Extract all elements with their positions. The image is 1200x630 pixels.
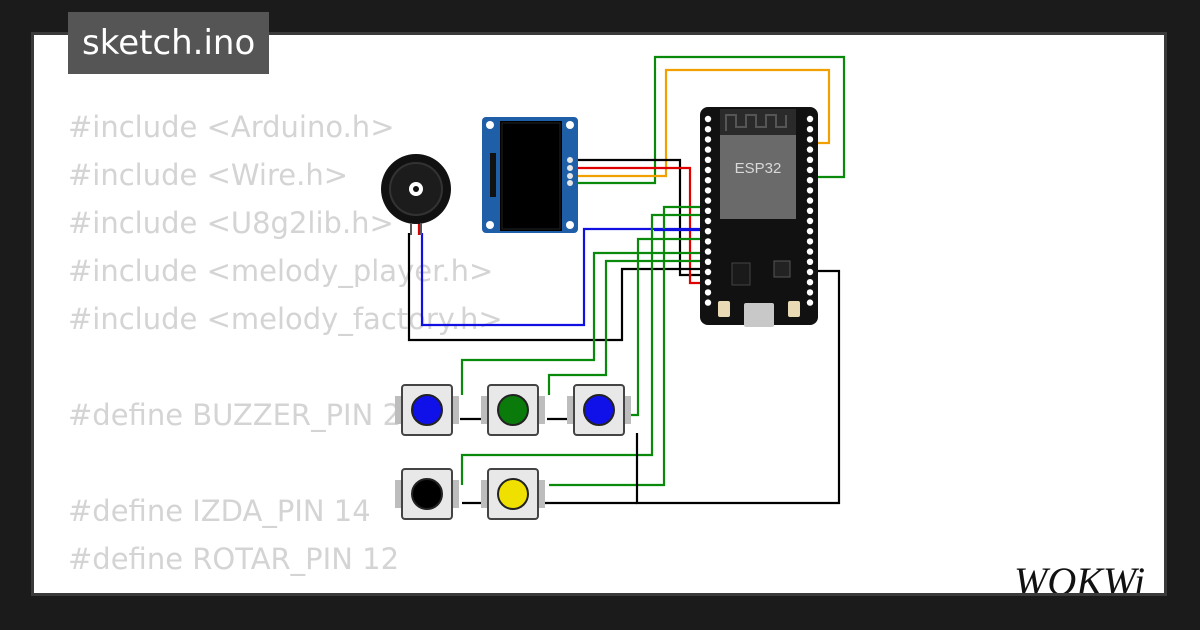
esp32-board[interactable]: ESP32 — [700, 107, 818, 327]
esp32-pin — [704, 238, 712, 245]
button-black[interactable] — [395, 468, 459, 520]
button-yellow[interactable] — [481, 468, 545, 520]
esp32-pin — [704, 166, 712, 174]
esp32-pin — [704, 115, 712, 123]
file-tab[interactable]: sketch.ino — [68, 12, 270, 74]
button-cap[interactable] — [411, 478, 443, 510]
buzzer[interactable] — [381, 154, 451, 235]
esp32-pin — [806, 187, 814, 194]
esp32-pin — [806, 268, 814, 276]
code-line: #include <Arduino.h> — [68, 110, 395, 144]
push-buttons — [395, 384, 631, 520]
circuit-diagram: ESP32 — [381, 55, 846, 520]
esp32-pin — [806, 207, 814, 214]
esp32-pin — [806, 258, 814, 265]
esp32-pin — [806, 156, 814, 163]
wire-black-return — [635, 269, 841, 505]
esp32-pin — [704, 258, 712, 265]
wire-green-btn2 — [547, 259, 702, 395]
wires — [407, 55, 846, 505]
button-cap[interactable] — [583, 394, 615, 426]
code-line: #include <melody_factory.h> — [68, 302, 503, 336]
esp32-pin — [806, 289, 814, 296]
wire-green-btn3 — [627, 237, 702, 417]
esp32-pin — [806, 146, 814, 153]
oled-display[interactable] — [482, 117, 578, 233]
code-line: #define BUZZER_PIN 2 — [68, 398, 401, 432]
esp32-pin — [806, 136, 814, 143]
sketch-card: #include <Arduino.h> #include <Wire.h> #in… — [34, 35, 1164, 593]
code-line: #define ROTAR_PIN 12 — [68, 542, 400, 576]
esp32-pin — [704, 207, 712, 214]
wire-green-oled-top — [572, 55, 846, 185]
wire-green-btn5 — [549, 205, 702, 487]
esp32-pin — [704, 268, 712, 276]
button-cap[interactable] — [411, 394, 443, 426]
code-line: #include <melody_player.h> — [68, 254, 494, 288]
esp32-pin — [704, 197, 712, 204]
esp32-pin — [704, 136, 712, 143]
wokwi-logo-text: WOKWi — [1014, 563, 1145, 593]
wire-blue-buzzer — [420, 227, 702, 327]
wire-red-oled — [572, 166, 702, 285]
esp32-pin — [704, 248, 712, 255]
esp32-pin — [806, 238, 814, 245]
esp32-pin — [704, 146, 712, 153]
code-line: #include <U8g2lib.h> — [68, 206, 394, 240]
button-green[interactable] — [481, 384, 545, 436]
esp32-pin — [704, 289, 712, 296]
esp32-chip-label: ESP32 — [735, 160, 782, 177]
esp32-pin — [806, 217, 814, 225]
code-line: #define IZDA_PIN 14 — [68, 494, 371, 528]
button-blue-2[interactable] — [567, 384, 631, 436]
esp32-pin — [704, 279, 712, 286]
code-line: #include <Wire.h> — [68, 158, 349, 192]
wire-orange-oled — [572, 68, 831, 178]
esp32-pin — [704, 299, 712, 306]
esp32-pin — [704, 217, 712, 225]
esp32-pin — [704, 228, 712, 235]
esp32-pin — [704, 156, 712, 163]
button-blue-1[interactable] — [395, 384, 459, 436]
esp32-pin — [704, 187, 712, 194]
wire-green-btn4 — [460, 213, 702, 485]
button-cap[interactable] — [497, 394, 529, 426]
esp32-pin — [704, 177, 712, 184]
esp32-pin — [806, 279, 814, 286]
wire-green-btn1 — [460, 251, 702, 395]
wire-black-buzzer — [407, 233, 702, 342]
esp32-pin — [806, 299, 814, 306]
esp32-pin — [806, 228, 814, 235]
code-line: #define DCHA_PIN 13 — [68, 583, 503, 593]
esp32-pin — [806, 197, 814, 204]
code-editor: #include <Arduino.h> #include <Wire.h> #in… — [68, 103, 503, 593]
button-cap[interactable] — [497, 478, 529, 510]
esp32-pin — [806, 177, 814, 184]
esp32-pin — [704, 126, 712, 133]
esp32-pin — [806, 166, 814, 174]
esp32-pin — [806, 126, 814, 133]
esp32-pin — [806, 115, 814, 123]
wokwi-logo: WOKWi — [1014, 563, 1145, 593]
esp32-pin — [806, 248, 814, 255]
